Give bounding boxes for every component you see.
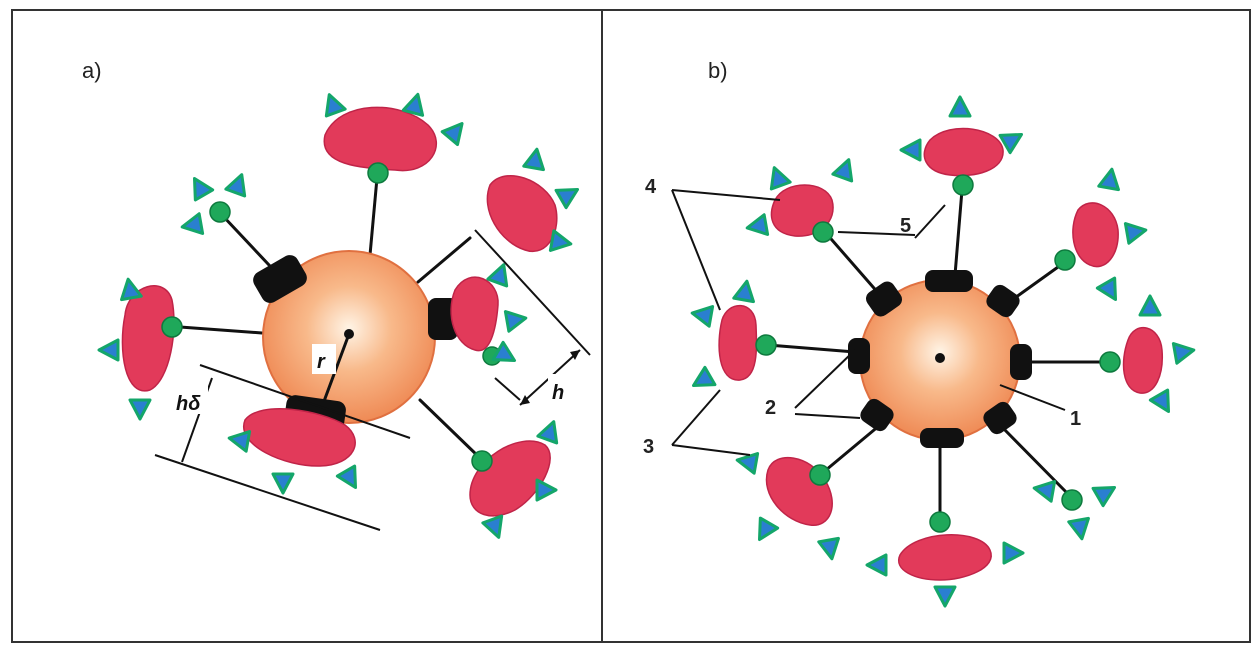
- panel-b: b): [643, 58, 1198, 608]
- panel-a-label: a): [82, 58, 102, 83]
- panel-b-label: b): [708, 58, 728, 83]
- protein: [225, 408, 366, 495]
- protein: [97, 275, 183, 421]
- protein: [1030, 476, 1122, 543]
- protein: [450, 259, 530, 371]
- protein: [686, 277, 777, 396]
- protein: [865, 511, 1025, 608]
- protein: [318, 89, 472, 184]
- protein: [733, 448, 844, 563]
- panel-a: a): [82, 58, 591, 543]
- protein: [469, 416, 565, 543]
- h-delta-label: hδ: [176, 393, 201, 415]
- protein: [178, 169, 253, 239]
- protein: [1099, 294, 1198, 419]
- anchors: [848, 270, 1032, 448]
- protein: [486, 145, 585, 256]
- protein: [1054, 165, 1150, 307]
- anchor: [253, 255, 307, 303]
- callout-1: 1: [1070, 408, 1081, 430]
- protein: [899, 95, 1029, 196]
- r-label: r: [317, 351, 326, 373]
- callout-3: 3: [643, 436, 654, 458]
- callout-2: 2: [765, 397, 776, 419]
- callout-5: 5: [900, 215, 911, 237]
- panel-b-frame: [601, 9, 1251, 643]
- callout-4: 4: [645, 176, 657, 198]
- protein: [743, 154, 860, 243]
- h-label: h: [552, 382, 564, 404]
